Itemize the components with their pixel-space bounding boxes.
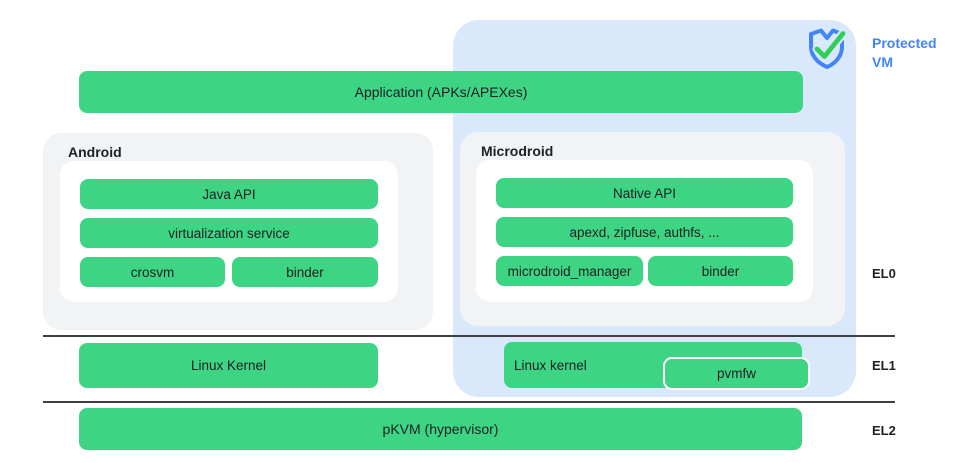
el1-label: EL1: [872, 358, 896, 373]
host-linux-kernel-bar: Linux Kernel: [79, 343, 378, 388]
android-panel: Java API virtualization service crosvm b…: [60, 161, 398, 302]
pkvm-hypervisor-bar: pKVM (hypervisor): [79, 408, 802, 450]
el2-label: EL2: [872, 423, 896, 438]
java-api-bar: Java API: [80, 179, 378, 209]
el0-el1-divider: [43, 335, 895, 337]
check-mark: [814, 31, 846, 59]
protected-vm-label: Protected VM: [872, 35, 937, 70]
microdroid-binder-bar: binder: [648, 256, 793, 286]
crosvm-bar: crosvm: [80, 257, 225, 287]
android-box: Android Java API virtualization service …: [43, 133, 433, 330]
android-bottom-row: crosvm binder: [80, 257, 378, 287]
android-title: Android: [68, 144, 122, 160]
pvmfw-bar: pvmfw: [663, 357, 810, 390]
microdroid-box: Microdroid Native API apexd, zipfuse, au…: [460, 132, 845, 326]
apexd-zipfuse-authfs-bar: apexd, zipfuse, authfs, ...: [496, 217, 793, 247]
shield-check-icon: [809, 28, 848, 69]
microdroid-bottom-row: microdroid_manager binder: [496, 256, 793, 286]
microdroid-title: Microdroid: [481, 143, 554, 159]
el0-label: EL0: [872, 266, 896, 281]
application-bar: Application (APKs/APEXes): [79, 71, 803, 113]
microdroid-panel: Native API apexd, zipfuse, authfs, ... m…: [476, 160, 813, 302]
android-binder-bar: binder: [232, 257, 378, 287]
shield-outline: [809, 28, 844, 69]
native-api-bar: Native API: [496, 178, 793, 208]
el1-el2-divider: [43, 401, 895, 403]
virtualization-service-bar: virtualization service: [80, 218, 378, 248]
microdroid-manager-bar: microdroid_manager: [496, 256, 643, 286]
